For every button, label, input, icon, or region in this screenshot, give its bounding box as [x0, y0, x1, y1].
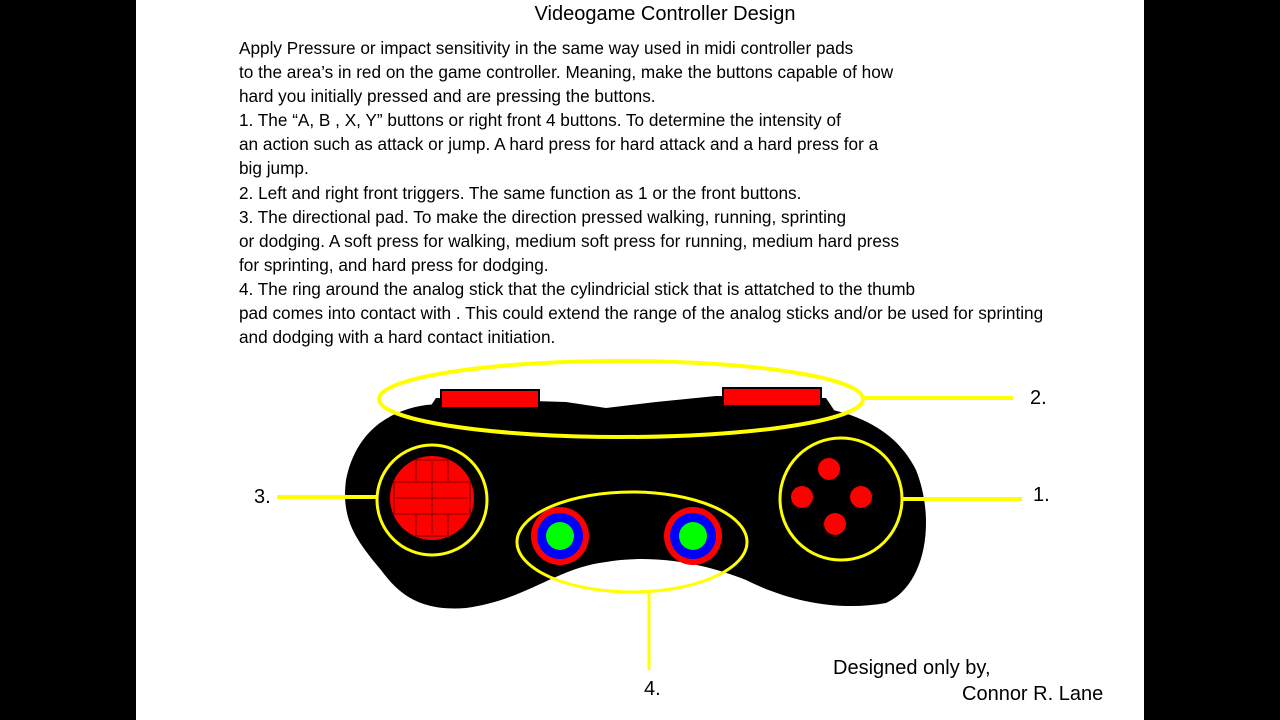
author-name: Connor R. Lane	[962, 683, 1104, 705]
description-line: for sprinting, and hard press for dodgin…	[239, 254, 549, 275]
right-stick-thumb	[679, 522, 707, 550]
page-title: Videogame Controller Design	[534, 3, 796, 25]
description-line: an action such as attack or jump. A hard…	[239, 134, 879, 155]
highlight-ring-dpad	[375, 443, 489, 557]
description-line: and dodging with a hard contact initiati…	[239, 327, 556, 348]
controller-diagram	[277, 359, 1022, 670]
description-line: Apply Pressure or impact sensitivity in …	[239, 38, 854, 58]
face-button-left	[791, 486, 813, 508]
description-line: 4. The ring around the analog stick that…	[239, 278, 916, 299]
face-button-bottom	[824, 513, 846, 535]
credit-line: Designed only by,	[833, 657, 991, 679]
callout-label-1: 1.	[1033, 484, 1050, 506]
description: Apply Pressure or impact sensitivity in …	[239, 36, 1139, 349]
right-trigger	[722, 387, 822, 407]
controller-body	[345, 402, 926, 609]
diagram-sheet: Videogame Controller Design Apply Pressu…	[136, 0, 1144, 720]
callout-label-4: 4.	[644, 678, 661, 700]
highlight-ring-sticks	[515, 490, 749, 594]
description-line: 1. The “A, B , X, Y” buttons or right fr…	[239, 110, 841, 131]
face-button-right	[850, 486, 872, 508]
description-line: pad comes into contact with . This could…	[239, 303, 1044, 324]
left-trigger	[440, 389, 540, 409]
description-line: 2. Left and right front triggers. The sa…	[239, 182, 802, 203]
description-line: 3. The directional pad. To make the dire…	[239, 206, 847, 227]
callout-label-2: 2.	[1030, 387, 1047, 409]
description-line: or dodging. A soft press for walking, me…	[239, 230, 900, 251]
callout-label-3: 3.	[254, 486, 271, 508]
description-line: to the area’s in red on the game control…	[239, 62, 894, 83]
description-line: big jump.	[239, 158, 309, 179]
left-stick-thumb	[546, 522, 574, 550]
description-line: hard you initially pressed and are press…	[239, 86, 656, 107]
face-button-top	[818, 458, 840, 480]
